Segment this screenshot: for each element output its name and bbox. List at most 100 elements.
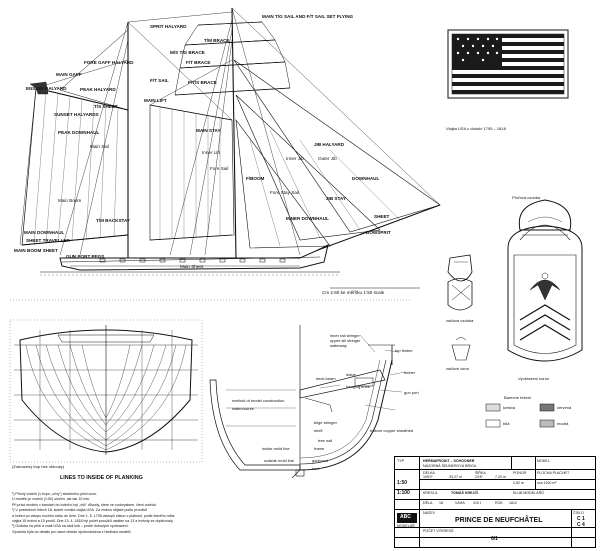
legend-item-3: modrá <box>557 421 569 426</box>
label-peak-halyard: PEAK HALYARD <box>80 87 116 92</box>
tb-width-label: ŠÍŘKA <box>475 471 486 475</box>
tb-year-value: 1812 <box>509 501 517 505</box>
note-line: ¹) Příčný vodník (v trupu „vrby“) stavěn… <box>12 492 98 496</box>
section-label-mold: inside mold line <box>262 446 290 451</box>
tb-sheet-a: C 1 <box>577 516 585 522</box>
section-label-bottom-copper: bottom copper sheathed <box>370 428 414 433</box>
label-ft-sail: F/T SAIL <box>150 78 169 83</box>
label-fore-gaff-halyard: FORE GAFF HALYARD <box>84 60 134 65</box>
logo-sub: MODELÁŘ <box>397 524 415 528</box>
label-inner-lift: Inner Lift <box>202 150 220 155</box>
tb-plan-value: cca 1100 m² <box>537 481 557 485</box>
legend-item-0: kresba <box>503 405 516 410</box>
note-line: U modelu je vodník (1:50) uložen, ale ta… <box>12 497 91 502</box>
tb-weight-value: 410 t <box>473 501 481 505</box>
section-label-frame: frame <box>314 446 325 451</box>
label-fts-brace: F/T/S BRACE <box>188 80 217 85</box>
tb-width-value: 23'8" <box>475 475 483 479</box>
section-label-deck-beam: deck beam <box>316 376 336 381</box>
legend-item-1: červená <box>557 405 572 410</box>
legend-caption: Barevné řešení <box>504 395 532 400</box>
coat-of-arms-drawing <box>447 199 583 428</box>
note-line: vlajka 15 hvězd a 15 pruhů. Dne 13. 4. 1… <box>12 519 174 524</box>
label-inner-downhaul: INNER DOWNHAUL <box>286 216 329 221</box>
tb-sheet-label: ČÍSLO <box>573 511 584 515</box>
tb-drawn-label: KRESLIL <box>423 491 438 495</box>
label-fore-stay-sail: Fore Stay Sail <box>270 190 299 195</box>
midship-section <box>209 325 406 479</box>
flag-caption: Vlajka USA z období 1795 – 1818 <box>446 126 506 131</box>
title-block: TYP HERMAFRODIT – SCHOONER NÁZORNÁ ŠKUNE… <box>394 456 596 548</box>
section-label-ledge: ledge <box>346 372 356 377</box>
tb-ship-name: PRINCE DE NEUFCHÂTEL <box>455 517 543 524</box>
sail-plan <box>19 7 441 289</box>
tb-wid-m: 7,20 m <box>495 475 506 479</box>
tb-guns-label: DĚLA <box>423 501 433 505</box>
legend-item-2: bílá <box>503 421 510 426</box>
us-flag-drawing <box>447 29 569 99</box>
section-label-method: method of model construction <box>232 398 285 403</box>
tb-name-label: NÁZEV <box>423 511 435 515</box>
section-label-garboard: garboard <box>312 458 329 463</box>
tb-type-value: HERMAFRODIT – SCHOONER <box>423 459 475 463</box>
label-ensign-halyard: ENSIGN HALYARD <box>26 86 67 91</box>
label-ts-sheet: T/S SHEET <box>94 104 118 109</box>
tb-sheet-b: C 4 <box>577 522 585 528</box>
label-main-stay: MAIN STAY <box>196 128 221 133</box>
tb-length-value: 109'0" <box>423 475 433 479</box>
tb-guns-value: 18 <box>439 501 443 505</box>
label-downhaul: DOWNHAUL <box>352 176 380 181</box>
label-bowsprit: BOWSPRIT <box>366 230 391 235</box>
section-label-watercourse: watercourse <box>232 406 254 411</box>
label-fore-boom: F/BOOM <box>246 176 265 181</box>
tb-drawn-value: TOMÁŠ KREJČÍ <box>451 491 479 495</box>
label-outer-jib: Outer Jib <box>318 156 337 161</box>
section-label-upper-sill: upper sill stringer <box>330 338 361 343</box>
label-gun-port-pegs: GUN PORT PEGS <box>66 254 105 259</box>
section-label-shelf: shelf <box>314 428 323 433</box>
tb-scale1: 1:50 <box>397 480 408 486</box>
coat-of-arms-caption: Vyobrazení korun <box>518 376 550 381</box>
label-jib-stay: JIB STAY <box>326 196 346 201</box>
tb-draft-label: PONOR <box>513 471 527 475</box>
note-line: Výzdoba byla do detailu pro dané období … <box>12 529 132 534</box>
notes-block: ¹) Příčný vodník (v trupu „vrby“) stavěn… <box>12 492 342 535</box>
section-label-waterway: waterway <box>330 343 347 348</box>
stern-caption: záďová ozdoba <box>446 318 474 323</box>
crest-caption: Příďová ozdoba <box>512 195 541 200</box>
label-sunset-halyards: SUNSET HALYARDS <box>54 112 99 117</box>
section-label-top-timber: top timber <box>395 348 413 353</box>
tb-len-m: 33,27 m <box>449 475 462 479</box>
section-label-hanging-knee: hanging knee <box>346 384 371 389</box>
label-main-boom: Main Boom <box>58 198 82 203</box>
tb-type-value2: NÁZORNÁ ŠKUNEROVÁ BRIGA <box>423 464 477 468</box>
logo-text: ABC <box>400 514 411 520</box>
label-sprit-halyard: SPRIT HALYARD <box>150 24 187 29</box>
section-label-keel: keel <box>312 466 320 471</box>
section-label-inner-rail: inner rail stringer <box>330 333 360 338</box>
hull-lines-caption: LINES TO INSIDE OF PLANKING <box>60 475 143 481</box>
tb-year-label: ROK <box>495 501 503 505</box>
front-view-caption: záďové okno <box>446 366 469 371</box>
tb-scale2: 1:100 <box>397 490 410 496</box>
tb-length-label: DÉLKA <box>423 471 435 475</box>
tb-club-label: KLUB MODELÁŘŮ <box>513 491 544 495</box>
label-main-sail: Main Sail <box>90 144 109 149</box>
tb-plan-label: PLOCHA PLACHET <box>537 471 570 475</box>
note-line: Při práci modelu v barvách do lodního by… <box>12 502 158 507</box>
label-main-top: MAIN T/G SAIL AND F/T SAIL SET FLYING <box>262 14 354 19</box>
publisher-logo: ABC <box>397 513 417 523</box>
section-label-outside-mold: outside mold line <box>264 458 295 463</box>
label-fore-sail: Fore Sail <box>210 166 229 171</box>
label-sheet-traveller: SHEET TRAVELLER <box>26 238 70 243</box>
section-label-bilge-stringer: bilge stringer <box>314 420 337 425</box>
label-scale-note: Cm 2.60 ke měřítku 1:50 scale <box>322 290 385 295</box>
tb-draft-value: 2,82 m <box>513 481 524 485</box>
label-jib-halyard: JIB HALYARD <box>314 142 345 147</box>
tb-page-label: POČET VÝKRESŮ <box>423 529 454 533</box>
hull-lines-plan <box>9 319 203 463</box>
label-peak-downhaul: PEAK DOWNHAUL <box>58 130 100 135</box>
label-main-sheet: Main Sheet <box>180 264 204 269</box>
tb-type-label: TYP <box>397 459 404 463</box>
